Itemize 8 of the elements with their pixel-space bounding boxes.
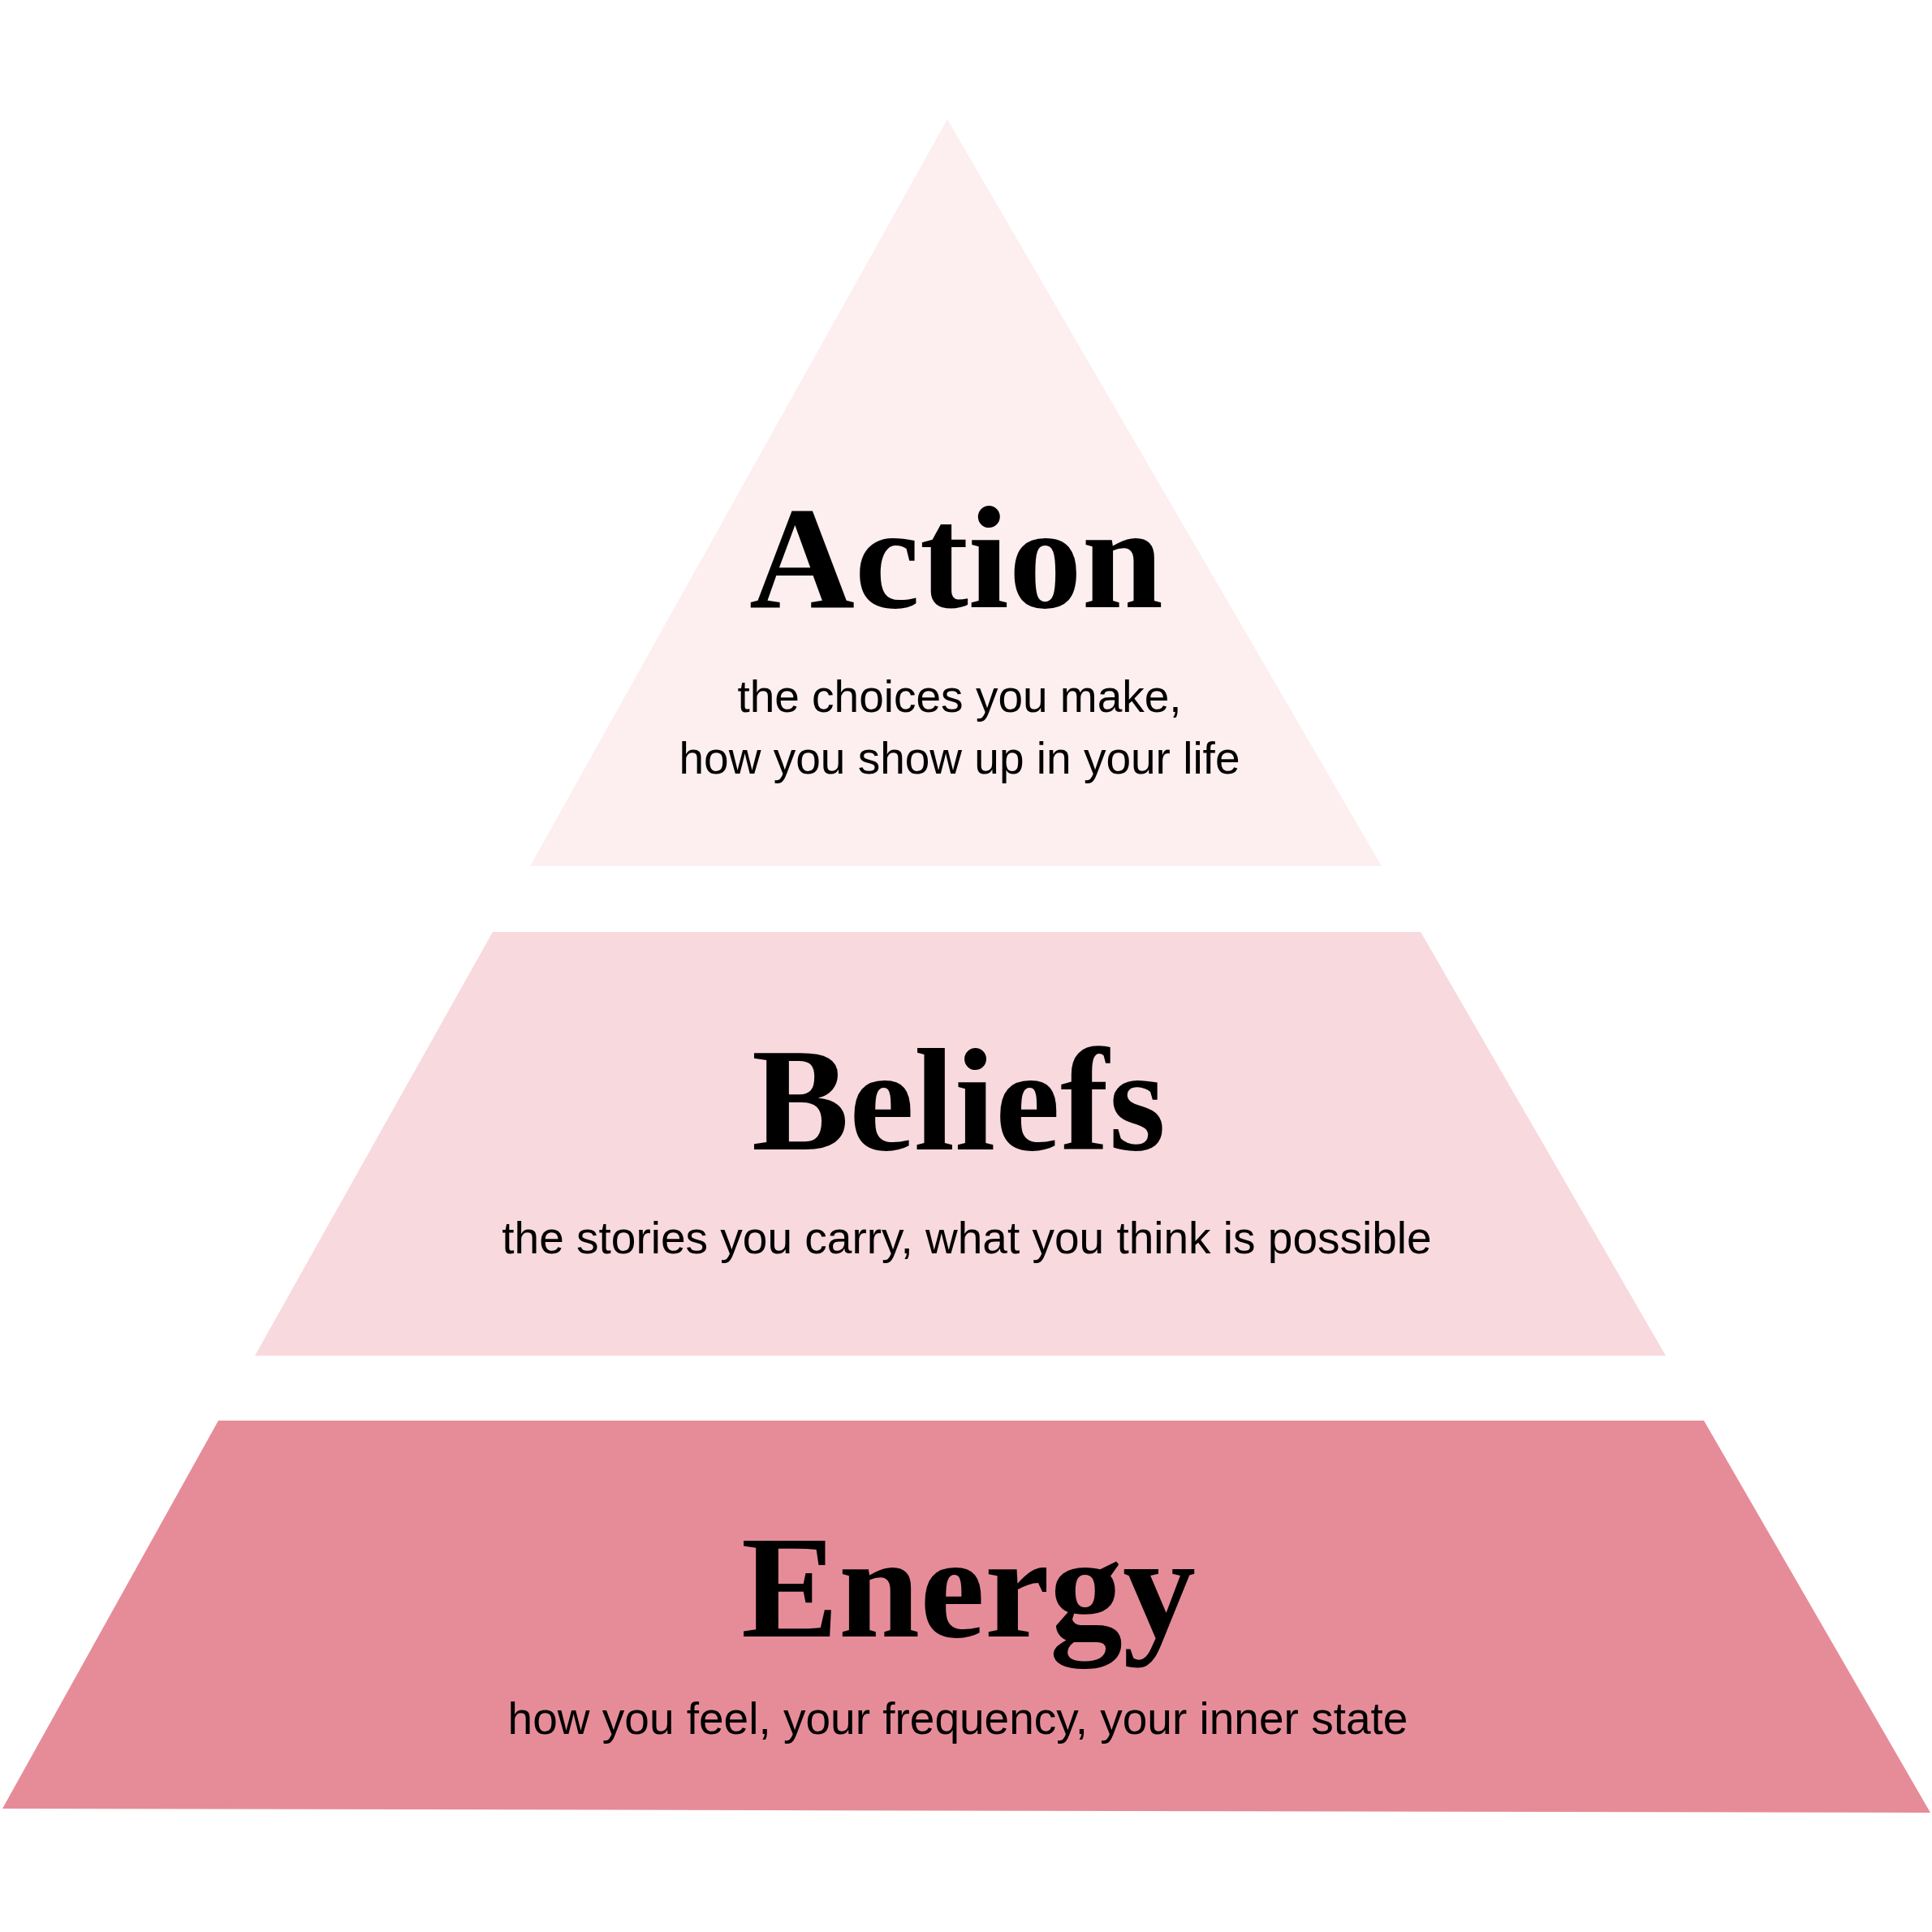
tier-description: the choices you make, how you show up in your life (678, 671, 1241, 785)
tier-description: how you feel, your frequency, your inner state (507, 1693, 1408, 1745)
pyramid-tier (2, 1421, 1930, 1813)
tier-heading: Action (749, 477, 1163, 640)
tier-heading: Energy (741, 1506, 1196, 1671)
tier-description: the stories you carry, what you think is possible (502, 1212, 1432, 1265)
pyramid-tier (255, 932, 1666, 1356)
tier-heading: Beliefs (752, 1019, 1166, 1183)
